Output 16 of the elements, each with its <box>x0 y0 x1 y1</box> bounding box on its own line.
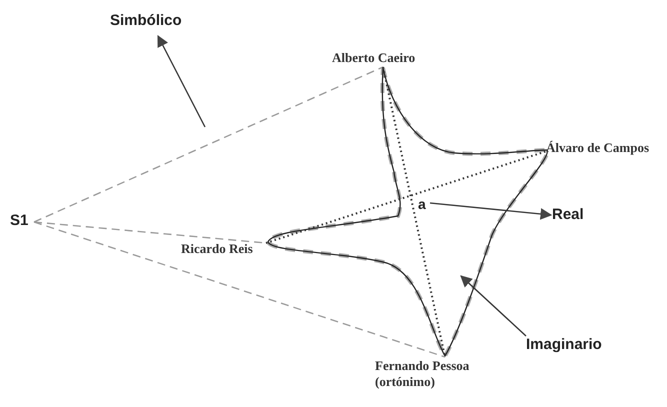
axis-label: Simbólico <box>110 12 182 29</box>
arrow <box>157 34 206 128</box>
vertex-label: Ricardo Reis <box>181 241 253 257</box>
dashed-line <box>34 221 446 358</box>
arrow <box>430 202 552 220</box>
dotted-line <box>382 66 446 358</box>
vertex-label: Fernando Pessoa (ortónimo) <box>375 358 485 390</box>
dashed-line <box>34 66 384 223</box>
dotted-line <box>266 150 548 244</box>
point-label: a <box>418 196 426 212</box>
leader-line <box>460 275 526 336</box>
vertex-label: Alberto Caeiro <box>332 50 416 66</box>
axis-label: Real <box>552 206 584 223</box>
point-label: S1 <box>10 212 28 229</box>
vertex-label: Álvaro de Campos <box>546 140 650 156</box>
axis-label: Imaginario <box>526 336 602 353</box>
